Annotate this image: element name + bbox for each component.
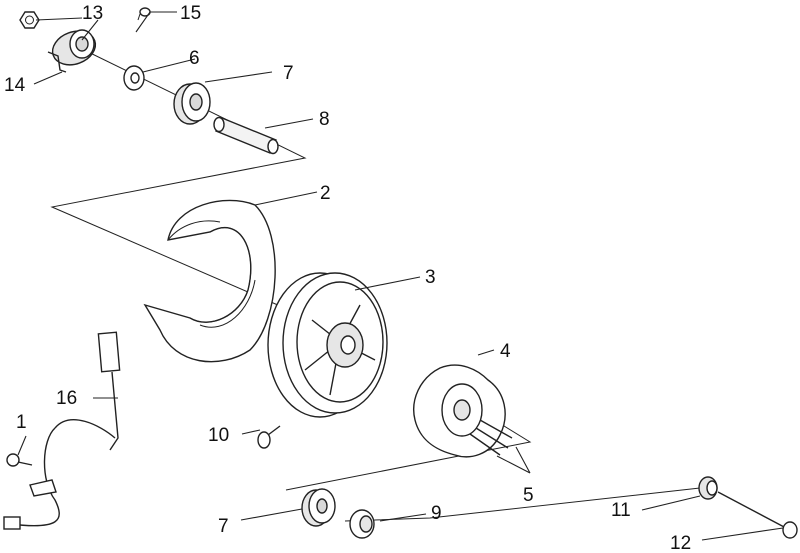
callout-7-top: 7 [283, 63, 294, 84]
callout-6: 6 [189, 48, 200, 69]
part-15-screw [137, 7, 151, 21]
part-11-axle-sleeve [698, 476, 718, 500]
part-9-spacer [349, 509, 375, 539]
part-7-bearing-top [173, 82, 211, 125]
callout-9: 9 [431, 503, 442, 524]
part-8-spacer [213, 116, 279, 155]
part-14-speedometer-drive [47, 29, 97, 73]
callout-7-bottom: 7 [218, 516, 229, 537]
part-4-brake-disc [413, 364, 506, 458]
part-1-bolt [6, 453, 33, 467]
part-12-axle-bolt [717, 491, 798, 539]
callout-2: 2 [320, 183, 331, 204]
callout-1: 1 [16, 412, 27, 433]
leader-lines [17, 11, 784, 541]
callout-10: 10 [208, 425, 229, 446]
part-7-bearing-bottom [301, 488, 336, 527]
part-3-wheel-rim [267, 272, 388, 418]
callout-16: 16 [56, 388, 77, 409]
assembly-guide-lines [50, 47, 701, 522]
part-10-valve [257, 425, 281, 449]
callout-4: 4 [500, 341, 511, 362]
part-6-washer [123, 65, 145, 91]
callout-5: 5 [523, 485, 534, 506]
callout-13: 13 [82, 3, 103, 24]
callout-14: 14 [4, 75, 26, 96]
callout-15: 15 [180, 3, 201, 24]
callout-12: 12 [670, 533, 691, 553]
callout-3: 3 [425, 267, 436, 288]
part-16-speedometer-cable [3, 331, 121, 530]
callout-8: 8 [319, 109, 330, 130]
callout-11: 11 [611, 500, 631, 521]
part-2-tyre [143, 199, 276, 363]
part-5-bolts [469, 419, 513, 456]
callout-labels: 1 2 3 4 5 6 7 7 8 9 10 11 12 13 14 15 16 [4, 3, 691, 553]
